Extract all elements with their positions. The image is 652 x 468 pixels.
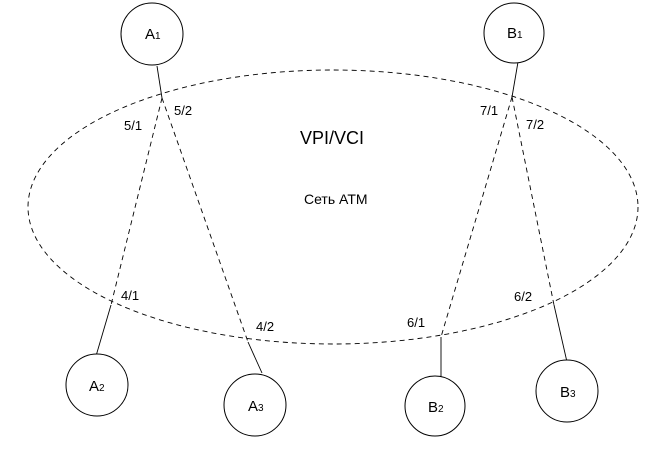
node-a2-label: A2 xyxy=(89,378,105,395)
node-a2-letter: A xyxy=(89,378,99,395)
link-a1-a3-dashed xyxy=(161,97,249,343)
atm-network-boundary xyxy=(27,69,639,345)
label-6-2: 6/2 xyxy=(514,289,532,304)
label-5-1: 5/1 xyxy=(124,118,142,133)
node-b1-label: B1 xyxy=(507,25,523,42)
link-b1-b2-solid-top xyxy=(511,61,519,98)
label-6-1: 6/1 xyxy=(407,315,425,330)
node-a2-circle xyxy=(65,353,129,417)
node-a3-label: A3 xyxy=(248,398,264,415)
node-a3-letter: A xyxy=(248,398,258,415)
node-b2-label: B2 xyxy=(428,399,444,416)
link-a1-a2-solid-bottom xyxy=(95,304,112,357)
link-a1-a2-solid-top xyxy=(156,65,163,99)
node-a1-letter: A xyxy=(145,26,155,43)
node-b2-circle xyxy=(404,375,466,437)
label-7-1: 7/1 xyxy=(480,103,498,118)
node-b2: B2 xyxy=(404,375,466,437)
node-a1: A1 xyxy=(120,2,184,66)
link-b1-b2-dashed xyxy=(440,96,513,338)
link-b1-b3-solid-bottom xyxy=(553,304,568,363)
node-b3-label: B3 xyxy=(560,384,576,401)
node-b3-circle xyxy=(535,359,599,423)
node-a2: A2 xyxy=(65,353,129,417)
label-4-2: 4/2 xyxy=(256,319,274,334)
node-a1-label: A1 xyxy=(145,26,161,43)
node-b1-index: 1 xyxy=(517,30,523,41)
label-4-1: 4/1 xyxy=(121,288,139,303)
network-title: VPI/VCI xyxy=(300,128,364,148)
label-7-2: 7/2 xyxy=(526,117,544,132)
link-a1-a3-solid-bottom xyxy=(247,341,263,374)
node-a3: A3 xyxy=(223,373,287,437)
node-b1-circle xyxy=(483,2,545,64)
node-a3-index: 3 xyxy=(258,403,264,414)
node-a2-index: 2 xyxy=(99,383,105,394)
network-subtitle: Сеть ATM xyxy=(304,191,368,207)
label-5-2: 5/2 xyxy=(174,103,192,118)
node-a1-circle xyxy=(120,2,184,66)
node-b2-index: 2 xyxy=(438,404,444,415)
node-b3-letter: B xyxy=(560,384,570,401)
node-b2-letter: B xyxy=(428,399,438,416)
node-b3-index: 3 xyxy=(570,389,576,400)
node-b1-letter: B xyxy=(507,25,517,42)
node-a1-index: 1 xyxy=(155,31,161,42)
node-b1: B1 xyxy=(483,2,545,64)
node-a3-circle xyxy=(223,373,287,437)
node-b3: B3 xyxy=(535,359,599,423)
